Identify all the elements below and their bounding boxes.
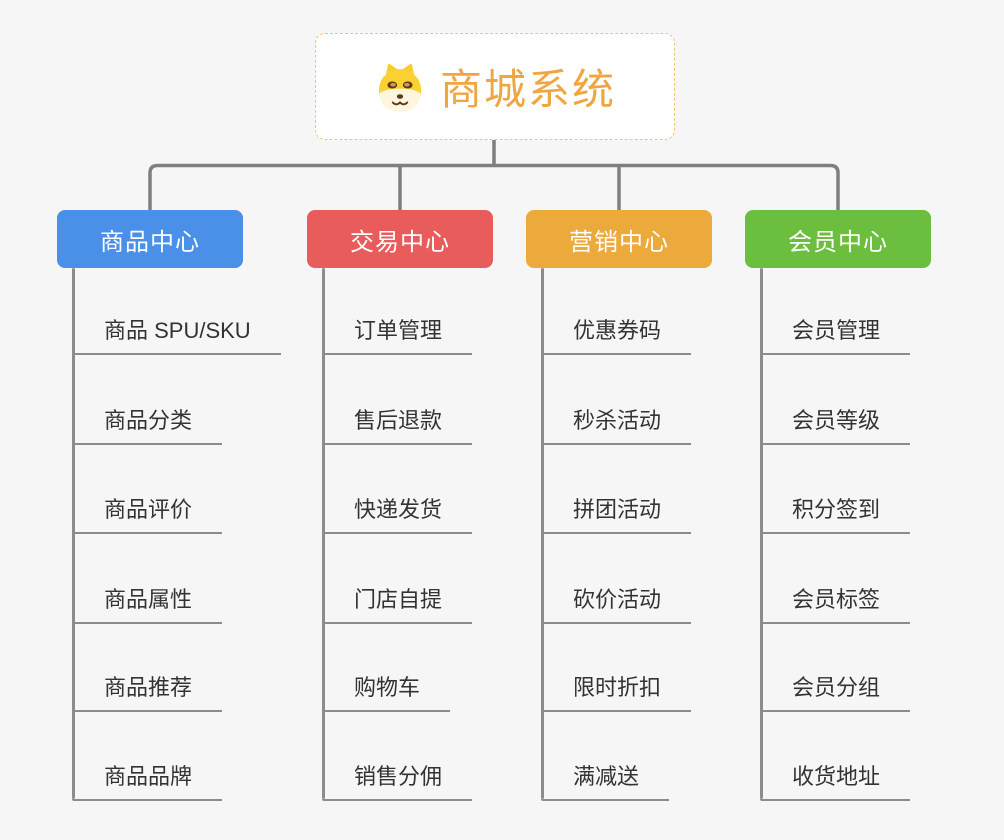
leaf-node[interactable]: 商品分类 [72, 406, 223, 445]
leaf-node[interactable]: 秒杀活动 [541, 406, 692, 445]
branch-label: 会员中心 [788, 228, 888, 256]
leaf-node[interactable]: 门店自提 [322, 585, 473, 624]
leaf-node[interactable]: 会员等级 [760, 406, 911, 445]
branch-label: 交易中心 [350, 228, 450, 256]
leaf-node[interactable]: 会员分组 [760, 673, 911, 712]
leaf-node[interactable]: 商品品牌 [72, 762, 223, 801]
branch-node-member-center[interactable]: 会员中心 [745, 210, 931, 268]
branch-node-trade-center[interactable]: 交易中心 [307, 210, 493, 268]
leaf-node[interactable]: 商品评价 [72, 495, 223, 534]
branch-column-marketing-center: 优惠券码 秒杀活动 拼团活动 砍价活动 限时折扣 满减送 [541, 268, 791, 801]
leaf-node[interactable]: 满减送 [541, 762, 670, 801]
leaf-node[interactable]: 商品推荐 [72, 673, 223, 712]
root-node[interactable]: 商城系统 [315, 33, 675, 140]
branch-column-trade-center: 订单管理 售后退款 快递发货 门店自提 购物车 销售分佣 [322, 268, 572, 801]
branch-node-product-center[interactable]: 商品中心 [57, 210, 243, 268]
leaf-node[interactable]: 会员管理 [760, 316, 911, 355]
leaf-node[interactable]: 购物车 [322, 673, 451, 712]
leaf-node[interactable]: 订单管理 [322, 316, 473, 355]
leaf-node[interactable]: 砍价活动 [541, 585, 692, 624]
leaf-node[interactable]: 拼团活动 [541, 495, 692, 534]
leaf-node[interactable]: 快递发货 [322, 495, 473, 534]
doge-icon [378, 63, 422, 111]
branch-column-member-center: 会员管理 会员等级 积分签到 会员标签 会员分组 收货地址 [760, 268, 1004, 801]
branch-label: 营销中心 [569, 228, 669, 256]
leaf-node[interactable]: 商品属性 [72, 585, 223, 624]
branch-column-product-center: 商品 SPU/SKU 商品分类 商品评价 商品属性 商品推荐 商品品牌 [72, 268, 322, 801]
leaf-node[interactable]: 售后退款 [322, 406, 473, 445]
leaf-node[interactable]: 会员标签 [760, 585, 911, 624]
root-title: 商城系统 [439, 66, 616, 113]
leaf-node[interactable]: 销售分佣 [322, 762, 473, 801]
leaf-node[interactable]: 商品 SPU/SKU [72, 316, 281, 355]
leaf-node[interactable]: 优惠券码 [541, 316, 692, 355]
leaf-node[interactable]: 积分签到 [760, 495, 911, 534]
leaf-node[interactable]: 限时折扣 [541, 673, 692, 712]
branch-label: 商品中心 [100, 228, 200, 256]
branch-node-marketing-center[interactable]: 营销中心 [526, 210, 712, 268]
leaf-node[interactable]: 收货地址 [760, 762, 911, 801]
